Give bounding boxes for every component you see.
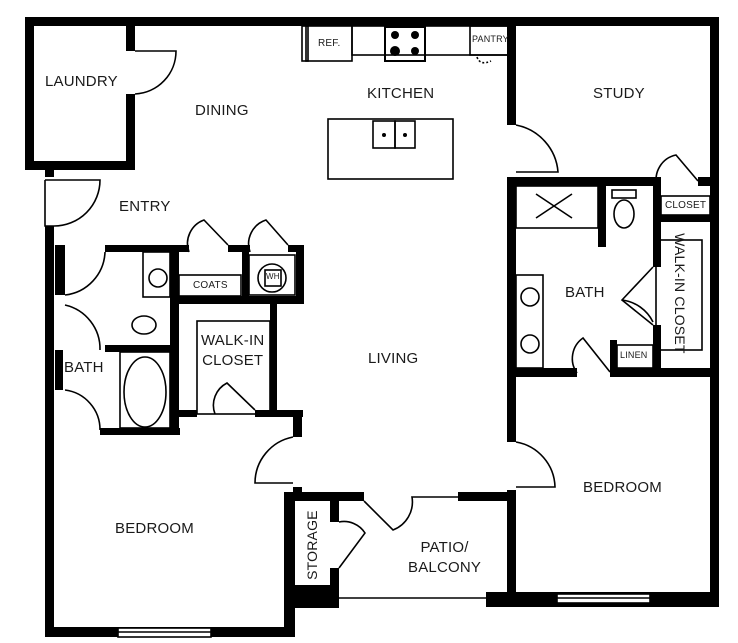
fixture-label-linen: LINEN <box>620 350 648 360</box>
room-label-walk-in-closet-right: WALK-IN CLOSET <box>672 233 689 354</box>
room-label-bath-left: BATH <box>64 359 104 376</box>
room-label-entry: ENTRY <box>119 198 171 215</box>
room-label-study: STUDY <box>593 85 645 102</box>
room-label-living: LIVING <box>368 350 419 367</box>
room-label-dining: DINING <box>195 102 249 119</box>
fixture-label-coats: COATS <box>193 280 228 291</box>
fixture-label-water-heater: WH <box>266 272 280 281</box>
room-label-bedroom-right: BEDROOM <box>583 479 662 496</box>
room-label-storage: STORAGE <box>303 510 320 580</box>
walk-in-closet-line1: WALK-IN <box>201 332 265 349</box>
walk-in-closet-line2: CLOSET <box>202 351 264 369</box>
room-label-kitchen: KITCHEN <box>367 85 435 102</box>
room-label-patio: PATIO/ BALCONY <box>408 538 481 577</box>
fixture-label-pantry: PANTRY <box>472 34 509 44</box>
room-label-laundry: LAUNDRY <box>45 73 118 90</box>
patio-line2: BALCONY <box>408 558 482 576</box>
fixture-label-refrigerator: REF. <box>318 38 341 49</box>
room-label-bedroom-left: BEDROOM <box>115 520 194 537</box>
stove-burners <box>382 26 426 137</box>
patio-line1: PATIO/ <box>420 539 469 556</box>
walls <box>25 17 719 637</box>
fixtures-outlines <box>117 25 711 638</box>
room-label-bath-right: BATH <box>565 284 605 301</box>
fixture-label-closet: CLOSET <box>665 200 707 211</box>
room-label-walk-in-closet-left: WALK-IN CLOSET <box>201 331 264 370</box>
door-swings <box>44 50 699 569</box>
